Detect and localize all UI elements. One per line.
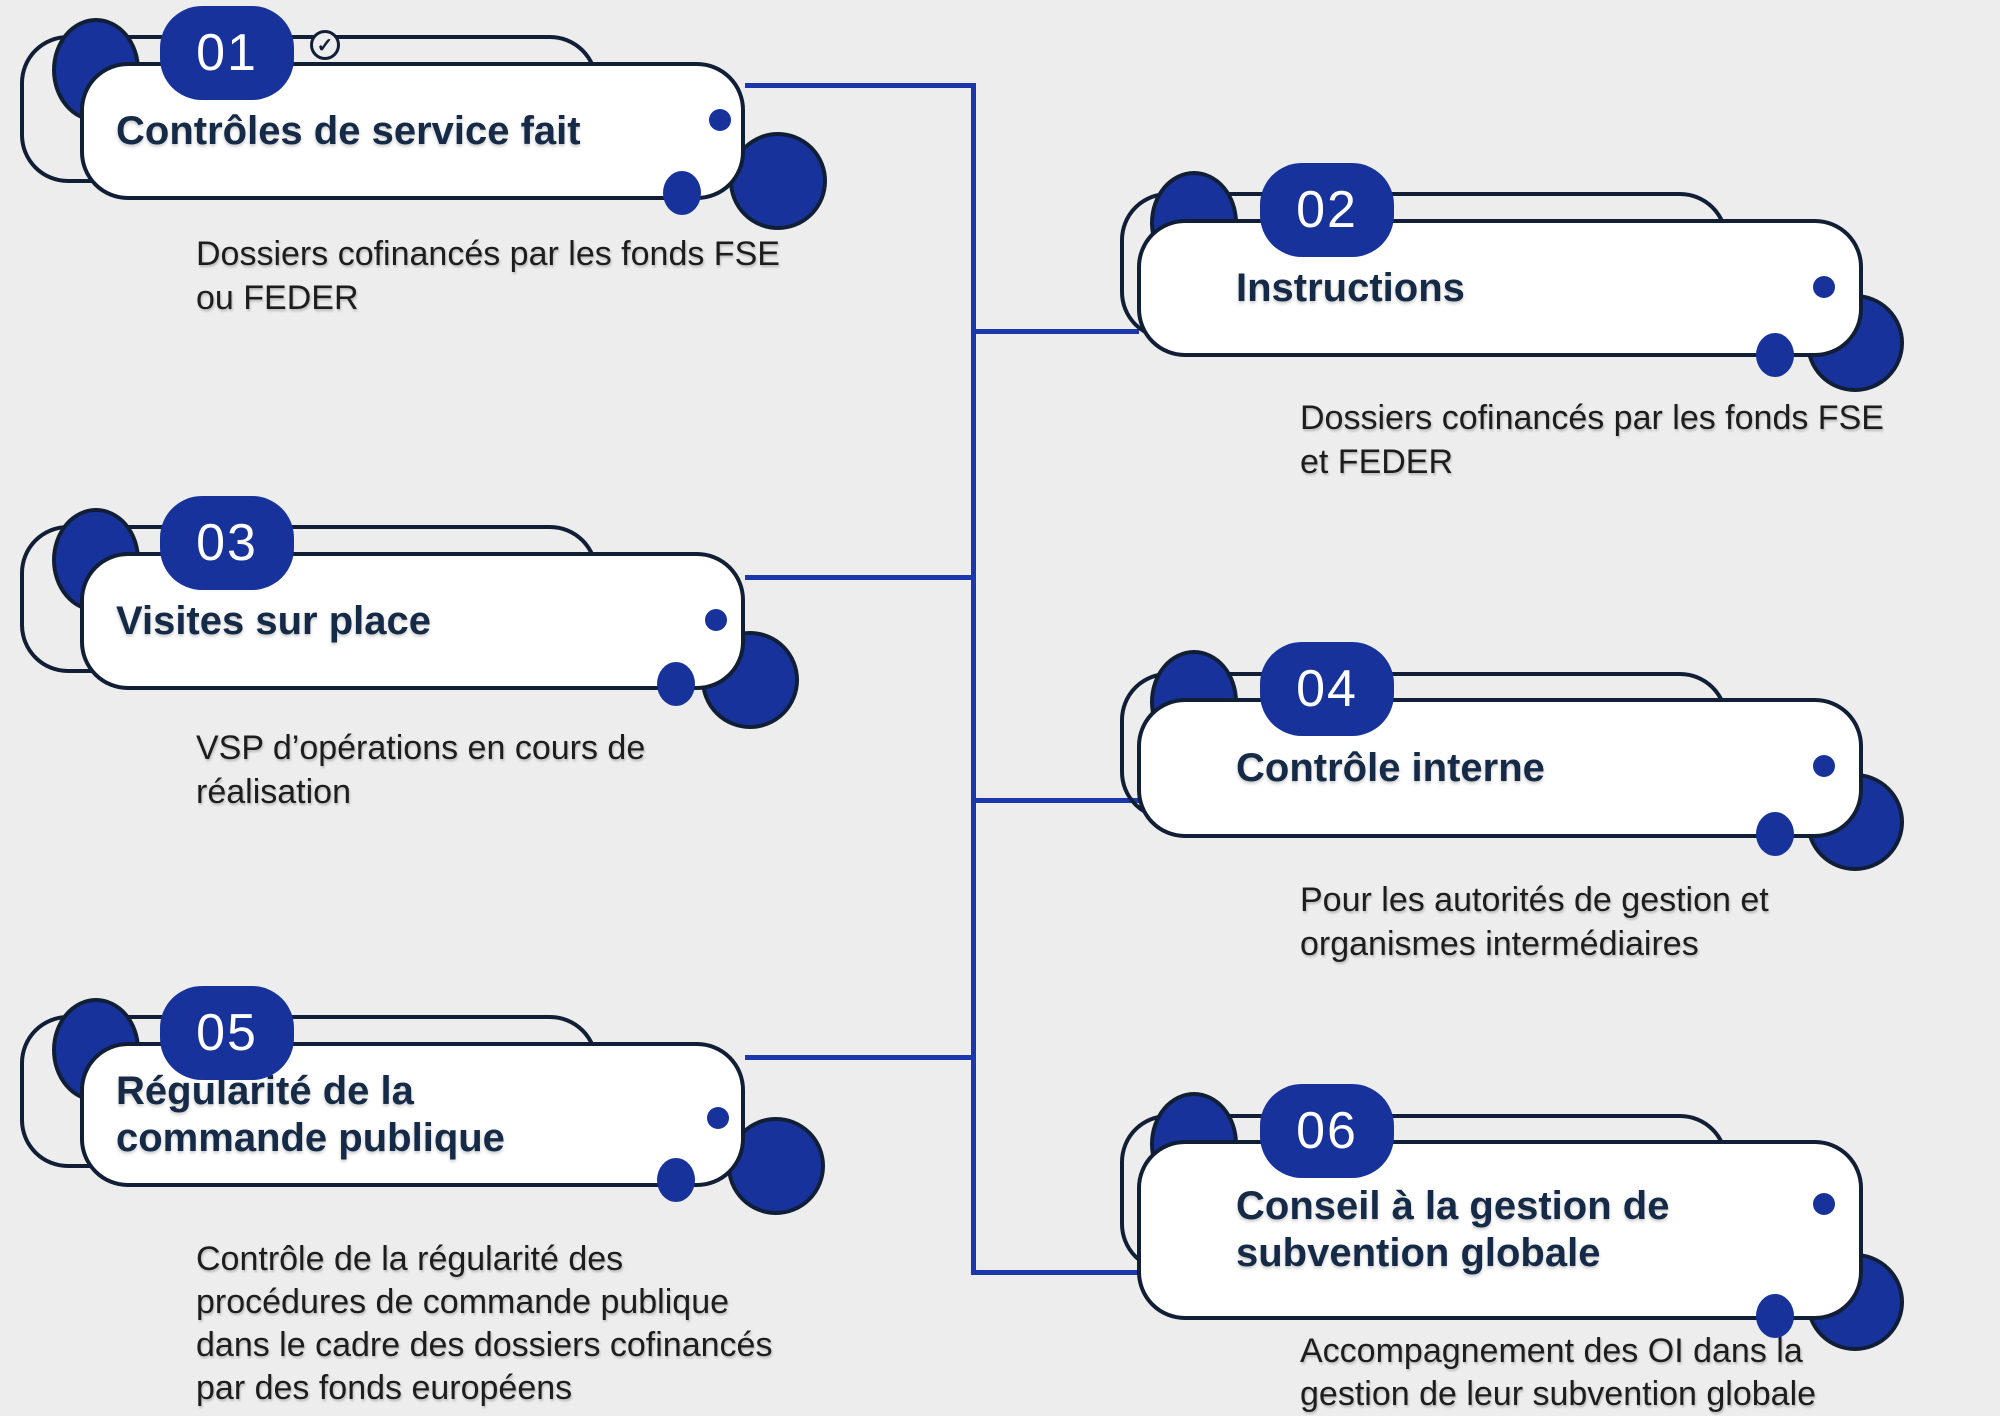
card-05-bottom-ellipse bbox=[657, 1158, 695, 1202]
card-05-accent-dot bbox=[707, 1107, 729, 1129]
card-02-number-badge: 02 bbox=[1260, 163, 1394, 257]
card-03-number-badge: 03 bbox=[160, 496, 294, 590]
card-05-description: Contrôle de la régularité des procédures… bbox=[196, 1240, 773, 1407]
connector-branch-06 bbox=[973, 1270, 1139, 1275]
card-06-accent-dot bbox=[1813, 1193, 1835, 1215]
card-04-description: Pour les autorités de gestion et organis… bbox=[1300, 881, 1769, 963]
card-03-description: VSP d’opérations en cours de réalisation bbox=[196, 729, 646, 811]
card-02-accent-dot bbox=[1813, 276, 1835, 298]
connector-branch-03 bbox=[745, 575, 975, 580]
connector-branch-05 bbox=[745, 1055, 975, 1060]
connector-branch-04 bbox=[973, 798, 1139, 803]
card-03-title: Visites sur place bbox=[116, 598, 431, 643]
card-04-title: Contrôle interne bbox=[1236, 745, 1545, 790]
card-04-bottom-ellipse bbox=[1756, 812, 1794, 856]
card-01-bottom-ellipse bbox=[663, 171, 701, 215]
card-02-bottom-ellipse bbox=[1756, 333, 1794, 377]
card-01-description: Dossiers cofinancés par les fonds FSE ou… bbox=[196, 235, 780, 317]
card-04-number-badge: 04 bbox=[1260, 642, 1394, 736]
card-03-accent-dot bbox=[705, 609, 727, 631]
card-06-bottom-ellipse bbox=[1756, 1294, 1794, 1338]
card-05-title: Régularité de la commande publique bbox=[116, 1068, 505, 1160]
card-06-number-badge: 06 bbox=[1260, 1084, 1394, 1178]
card-01-title: Contrôles de service fait bbox=[116, 108, 581, 153]
card-04-accent-dot bbox=[1813, 755, 1835, 777]
card-03-bottom-ellipse bbox=[657, 662, 695, 706]
connector-branch-01 bbox=[745, 83, 975, 88]
card-01-accent-dot bbox=[709, 109, 731, 131]
card-02-description: Dossiers cofinancés par les fonds FSE et… bbox=[1300, 399, 1884, 481]
card-06: Conseil à la gestion de subvention globa… bbox=[1137, 1140, 1863, 1320]
check-circle-icon: ✓ bbox=[310, 30, 340, 60]
card-06-title: Conseil à la gestion de subvention globa… bbox=[1236, 1184, 1670, 1275]
card-05-number-badge: 05 bbox=[160, 986, 294, 1080]
card-06-description: Accompagnement des OI dans la gestion de… bbox=[1300, 1332, 1817, 1413]
connector-trunk bbox=[971, 83, 976, 1275]
card-02-title: Instructions bbox=[1236, 265, 1465, 310]
connector-branch-02 bbox=[973, 329, 1139, 334]
card-02: Instructions bbox=[1137, 219, 1863, 357]
card-04: Contrôle interne bbox=[1137, 698, 1863, 838]
card-01-number-badge: 01 bbox=[160, 6, 294, 100]
